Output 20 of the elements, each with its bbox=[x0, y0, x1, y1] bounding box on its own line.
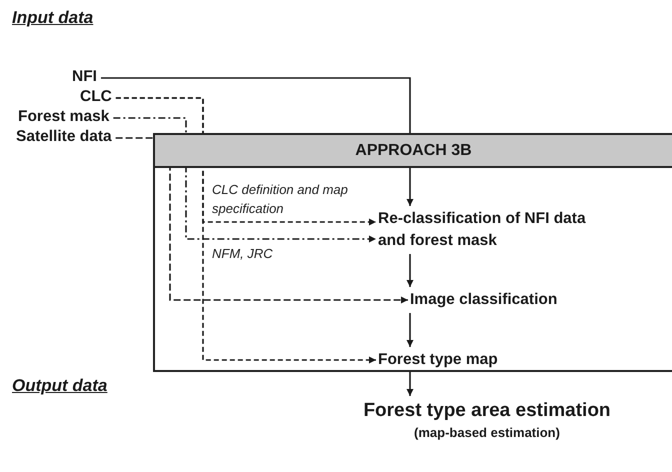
step-label: Forest mask bbox=[18, 107, 110, 127]
step-label: Re-classification of NFI data and forest mask bbox=[378, 209, 587, 251]
arrow bbox=[406, 254, 414, 287]
panel-header: APPROACH 3B bbox=[155, 135, 672, 168]
step-label: Forest type area estimation bbox=[362, 399, 612, 423]
arrow bbox=[406, 313, 414, 347]
step-note: (map-based estimation) bbox=[413, 424, 561, 442]
step-label: CLC bbox=[80, 87, 112, 107]
arrow bbox=[100, 77, 414, 206]
step-label: Image classification bbox=[410, 290, 558, 310]
approach-panel bbox=[153, 133, 672, 372]
arrow bbox=[113, 117, 376, 242]
step-label: NFI bbox=[72, 67, 97, 87]
arrow bbox=[116, 137, 408, 304]
section-heading: Output data bbox=[12, 376, 108, 396]
step-label: Forest type map bbox=[378, 350, 498, 370]
arrow bbox=[406, 371, 414, 396]
step-label: Satellite data bbox=[16, 127, 112, 147]
arrow bbox=[116, 97, 376, 364]
section-heading: Input data bbox=[12, 8, 94, 28]
